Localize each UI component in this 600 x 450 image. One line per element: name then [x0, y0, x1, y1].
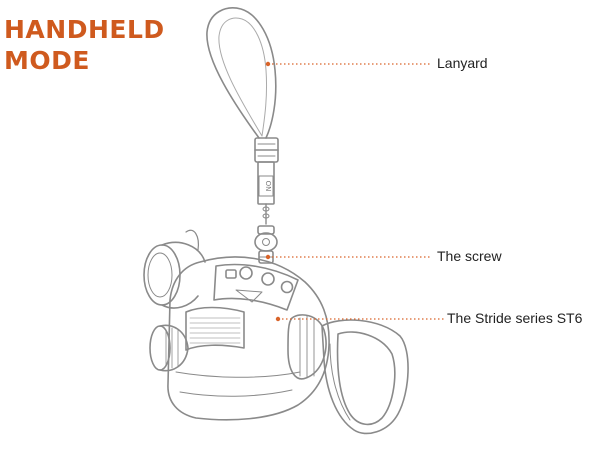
callout-screw: The screw	[437, 248, 502, 264]
leader-screw-dot	[266, 255, 270, 259]
lanyard-loop-inner	[219, 18, 267, 136]
eyecup	[322, 320, 408, 433]
top-button-4	[226, 270, 236, 278]
top-button-3	[282, 282, 293, 293]
strap-tag-text: ON	[264, 181, 272, 192]
leader-lanyard-dot	[266, 62, 270, 66]
grip-panel	[186, 308, 244, 351]
leader-device-dot	[276, 317, 280, 321]
callout-lanyard: Lanyard	[437, 55, 488, 71]
top-button-2	[262, 273, 274, 285]
top-button-1	[240, 267, 252, 279]
eyepiece-ring	[288, 315, 326, 379]
arrow-button	[236, 290, 262, 302]
callout-device: The Stride series ST6	[447, 310, 582, 326]
front-lens	[144, 230, 205, 308]
lanyard-loop	[207, 8, 276, 138]
